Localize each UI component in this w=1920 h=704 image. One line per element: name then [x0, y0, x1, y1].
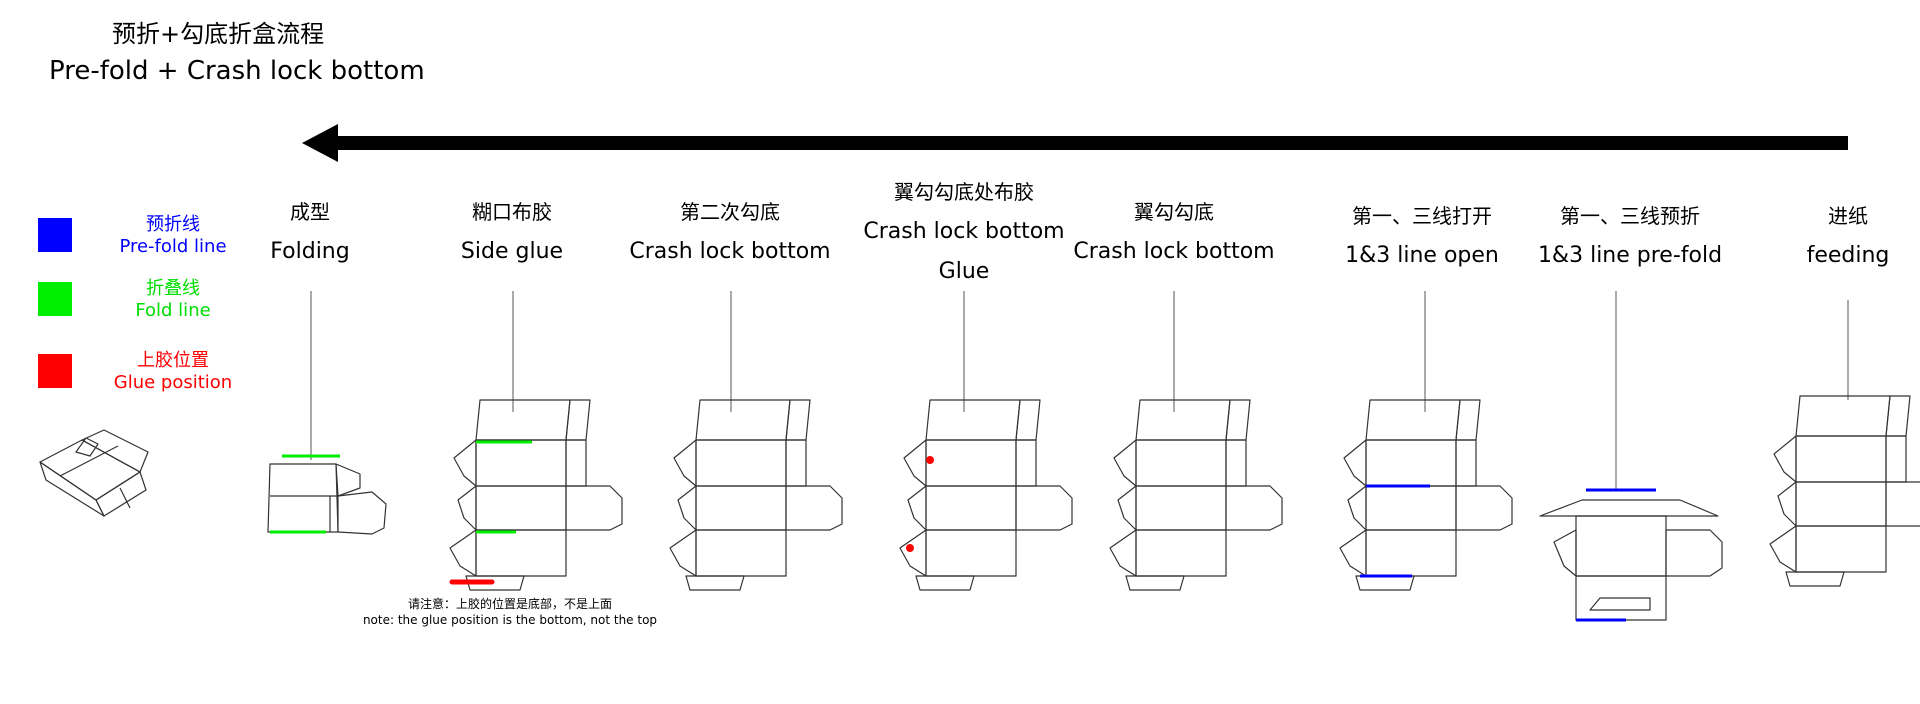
- drawing-feeding: [1769, 395, 1920, 587]
- legend-swatch-fold: [38, 282, 72, 316]
- step-label-en: Crash lock bottom: [629, 239, 831, 264]
- step-crash-lock-glue: 翼勾勾底处布胶 Crash lock bottom Glue: [854, 172, 1074, 292]
- step-label-cn: 糊口布胶: [472, 200, 552, 224]
- fold-line-markers: [270, 440, 532, 534]
- step-label-en: Side glue: [460, 239, 564, 264]
- glue-position-note: 请注意：上胶的位置是底部，不是上面 note: the glue positio…: [340, 596, 680, 628]
- step-second-crash-lock: 第二次勾底 Crash lock bottom: [620, 192, 840, 272]
- legend-swatch-prefold: [38, 218, 72, 252]
- drawing-line-open: [1339, 399, 1513, 591]
- legend-label-fold-en: Fold line: [135, 300, 211, 321]
- drawing-crash-lock: [1109, 399, 1283, 591]
- legend-label-prefold-cn: 预折线: [146, 214, 200, 235]
- drawing-folding: [267, 463, 387, 535]
- note-cn: 请注意：上胶的位置是底部，不是上面: [407, 597, 612, 611]
- step-side-glue: 糊口布胶 Side glue: [402, 192, 622, 272]
- step-label-en: feeding: [1806, 243, 1890, 268]
- legend-label-prefold-en: Pre-fold line: [119, 236, 227, 257]
- step-crash-lock: 翼勾勾底 Crash lock bottom: [1064, 192, 1284, 272]
- note-en: note: the glue position is the bottom, n…: [362, 613, 658, 627]
- step-label-cn: 第一、三线打开: [1352, 204, 1492, 228]
- glue-mark: [926, 456, 934, 464]
- legend-label-glue-cn: 上胶位置: [137, 350, 209, 371]
- page-title-en: Pre-fold + Crash lock bottom: [49, 56, 425, 86]
- leader-lines: [310, 291, 1849, 490]
- drawing-second-crash-lock: [669, 399, 843, 591]
- prefold-line-markers: [1360, 484, 1656, 622]
- step-label-cn: 翼勾勾底处布胶: [894, 180, 1034, 204]
- glue-mark: [906, 544, 914, 552]
- legend-swatch-glue: [38, 354, 72, 388]
- drawing-side-glue: [449, 399, 623, 591]
- legend-label-glue-en: Glue position: [113, 372, 233, 393]
- step-label-en: Crash lock bottom: [863, 219, 1065, 244]
- drawing-line-prefold: [1539, 499, 1723, 621]
- legend-label-fold-cn: 折叠线: [146, 278, 200, 299]
- step-label-en: 1&3 line open: [1345, 243, 1499, 268]
- glue-markers: [449, 456, 934, 585]
- step-label-en: Crash lock bottom: [1073, 239, 1275, 264]
- step-label-cn: 翼勾勾底: [1134, 200, 1214, 224]
- arrow-shaft: [330, 136, 1848, 150]
- step-label-en: 1&3 line pre-fold: [1537, 243, 1723, 268]
- arrow-head: [302, 124, 338, 162]
- step-label-en2: Glue: [938, 259, 990, 284]
- drawing-crash-lock-glue: [899, 399, 1073, 591]
- step-label-en: Folding: [270, 239, 350, 264]
- page-title-cn: 预折+勾底折盒流程: [112, 20, 325, 48]
- step-label-cn: 第二次勾底: [680, 200, 780, 224]
- finished-box: [39, 429, 149, 517]
- step-feeding: 进纸 feeding: [1738, 196, 1920, 276]
- step-label-cn: 进纸: [1828, 204, 1868, 228]
- step-label-cn: 成型: [290, 200, 330, 224]
- step-line-prefold: 第一、三线预折 1&3 line pre-fold: [1520, 196, 1740, 276]
- step-label-cn: 第一、三线预折: [1560, 204, 1700, 228]
- step-folding: 成型 Folding: [200, 192, 420, 272]
- step-line-open: 第一、三线打开 1&3 line open: [1312, 196, 1532, 276]
